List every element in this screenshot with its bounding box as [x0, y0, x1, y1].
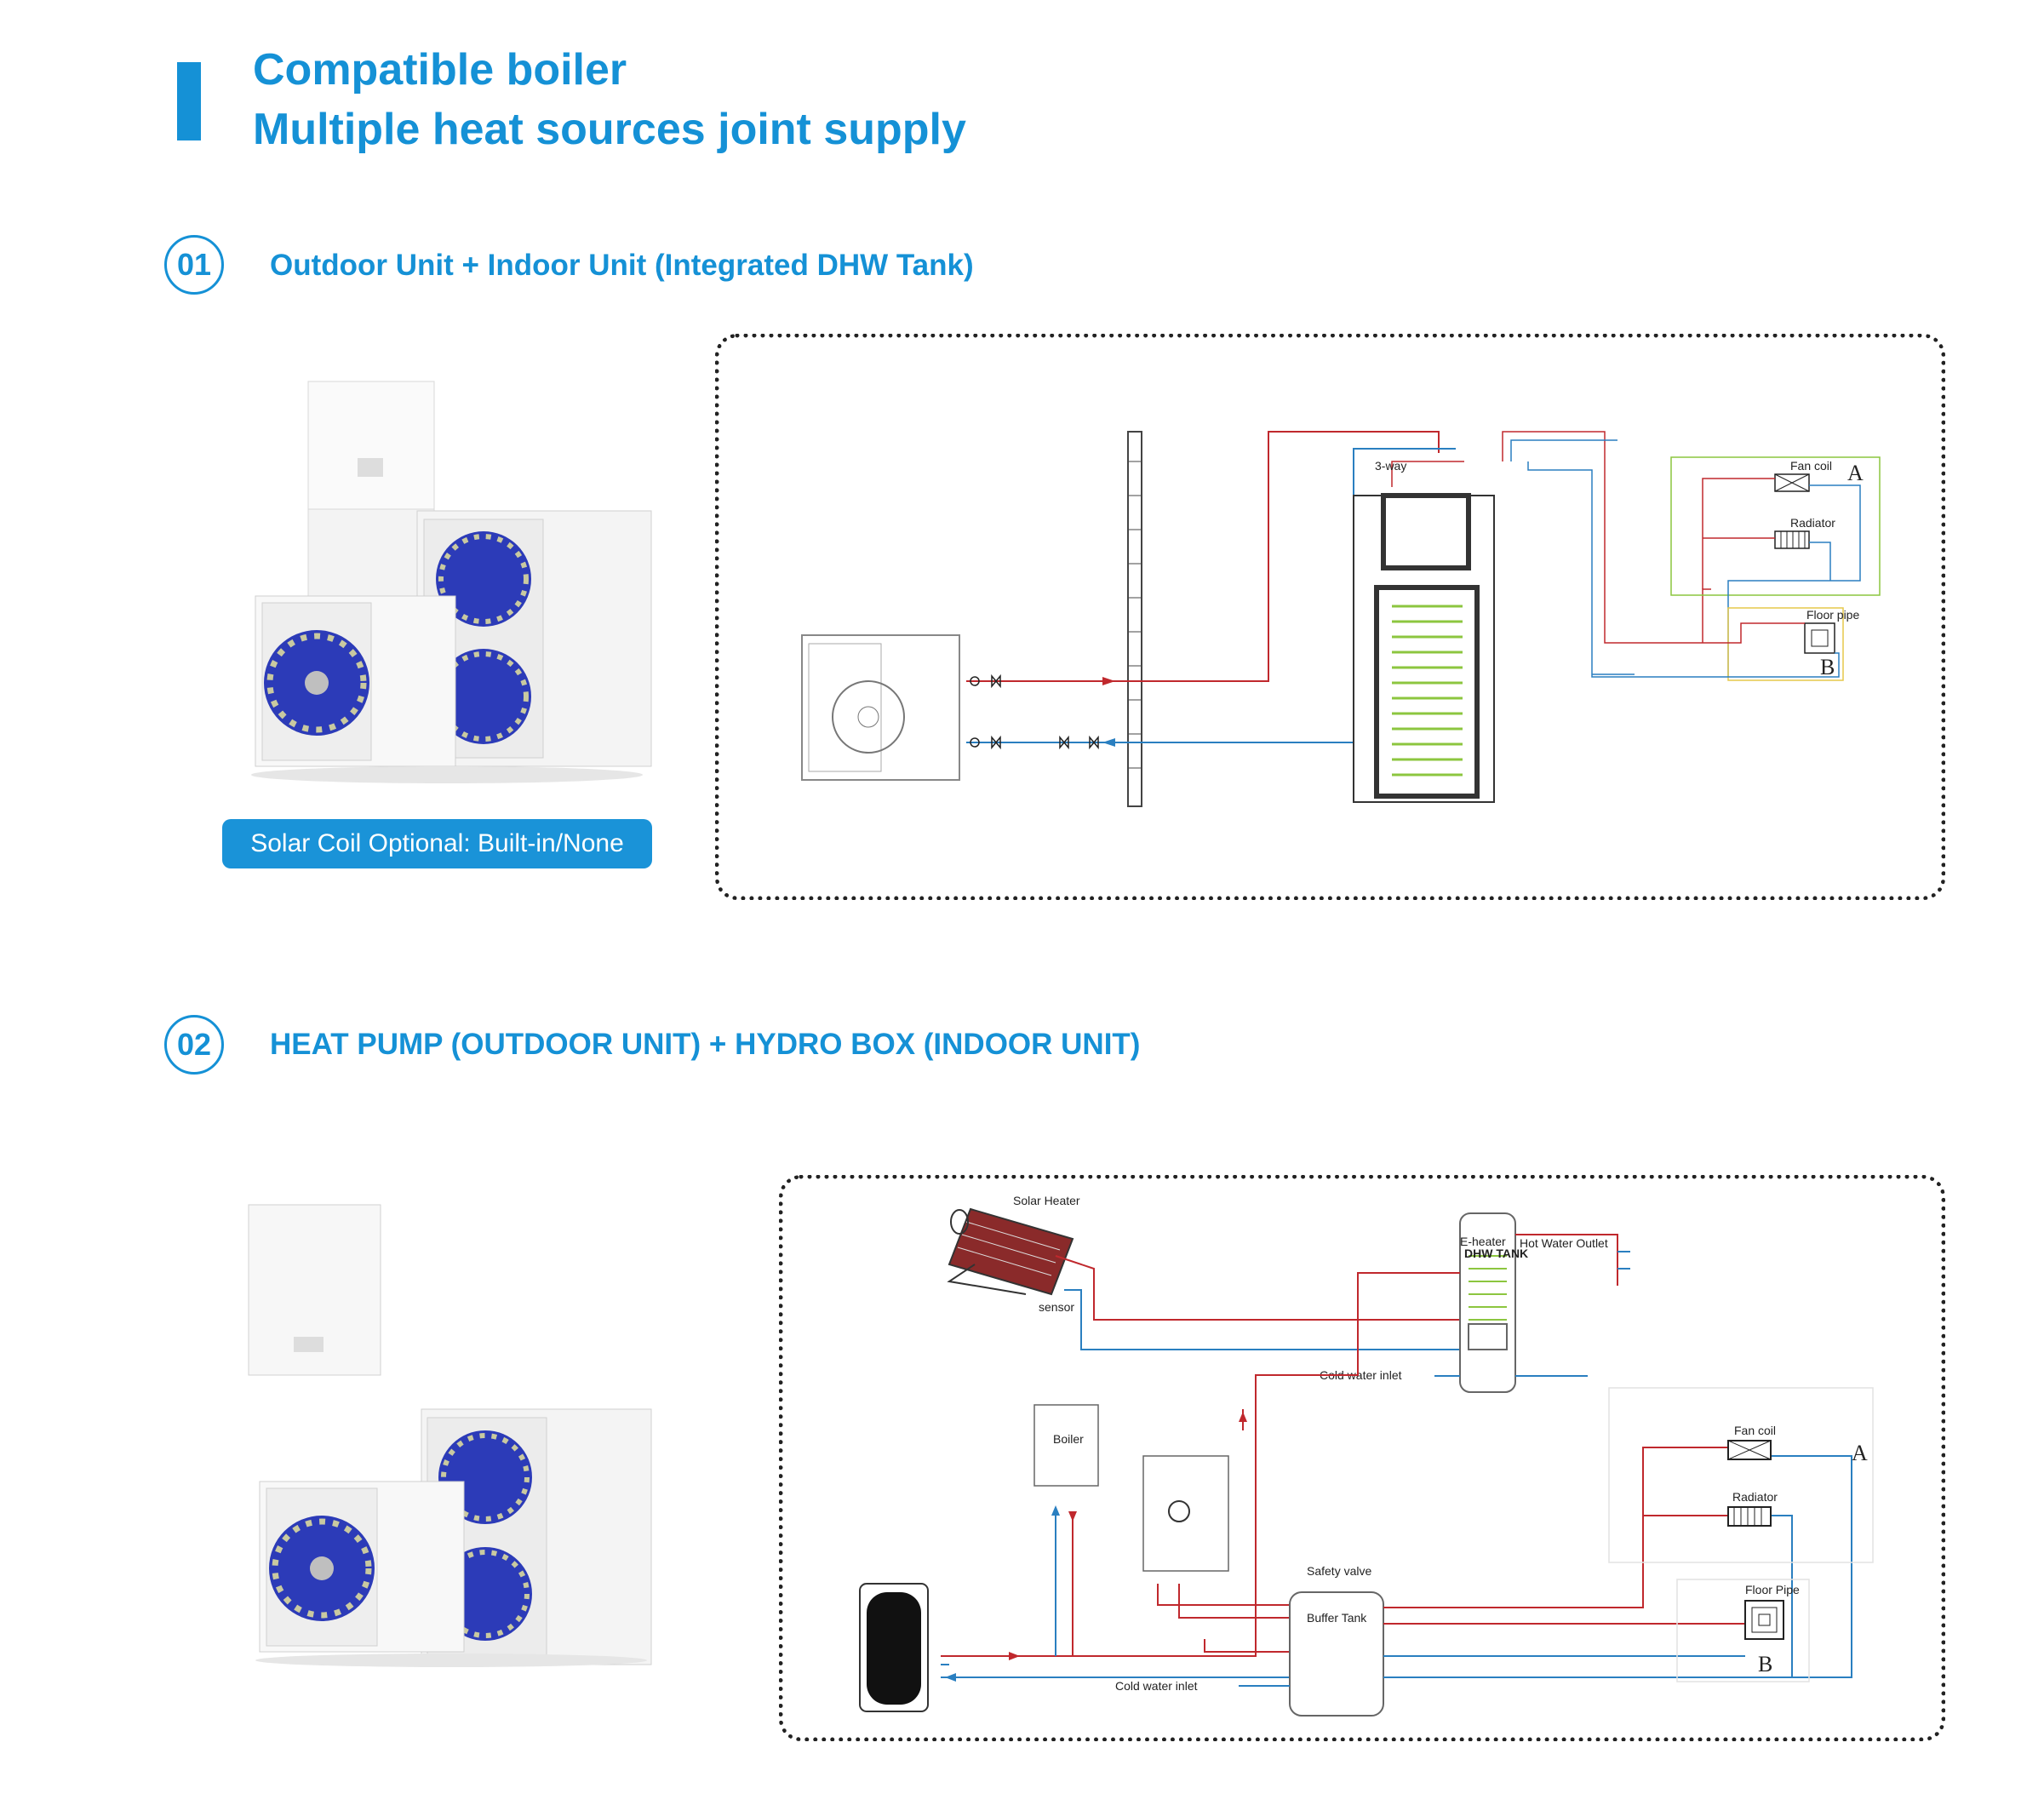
s2-label-a: A: [1852, 1441, 1868, 1465]
sensor-label: sensor: [1039, 1300, 1074, 1314]
s1-label-b: B: [1820, 655, 1835, 679]
buffer-tank-label: Buffer Tank: [1307, 1611, 1367, 1625]
page-title-line2: Multiple heat sources joint supply: [253, 105, 966, 154]
section1-diagram-frame: [715, 334, 1945, 900]
section2-diagram-frame: [779, 1175, 1945, 1741]
buffer-small: [1381, 493, 1471, 570]
hot-supply-pipe: [966, 431, 1440, 682]
section2-number: 02: [164, 1015, 224, 1075]
floor-pipe-icon: [1804, 622, 1835, 654]
section1-schematic: 3-way Fan coil Radiator A Floor pipe B: [801, 431, 1881, 807]
section2-schematic: Solar Heater sensor E-heater DHW TANK Ho…: [859, 1194, 1874, 1717]
s1-label-a: A: [1847, 461, 1864, 485]
s1-floor-pipe-label: Floor pipe: [1806, 608, 1859, 622]
s2-fan-coil-label: Fan coil: [1734, 1424, 1776, 1437]
solar-coil-badge: Solar Coil Optional: Built-in/None: [222, 819, 652, 868]
s2-radiator-label: Radiator: [1732, 1490, 1778, 1504]
section1-product-image: [251, 381, 652, 783]
title-accent-bar: [177, 62, 201, 140]
page-title-line1: Compatible boiler: [253, 45, 627, 95]
heat-pump-icon: [859, 1583, 929, 1712]
e-heater-label: E-heater: [1460, 1235, 1506, 1248]
safety-valve-label: Safety valve: [1307, 1564, 1371, 1578]
boiler-icon: [1033, 1404, 1099, 1487]
section1-title: Outdoor Unit + Indoor Unit (Integrated D…: [270, 249, 974, 282]
three-way-label: 3-way: [1375, 459, 1406, 473]
cold-water-inlet-bottom-label: Cold water inlet: [1115, 1679, 1198, 1693]
s1-radiator-label: Radiator: [1790, 516, 1835, 530]
buffer-tank: [1289, 1591, 1384, 1717]
radiator-icon: [1727, 1506, 1772, 1527]
s2-floor-pipe-label: Floor Pipe: [1745, 1583, 1800, 1596]
floor-pipe-icon: [1744, 1600, 1784, 1640]
cold-water-inlet-top-label: Cold water inlet: [1320, 1368, 1402, 1382]
boiler-label: Boiler: [1053, 1432, 1084, 1446]
outdoor-unit-icon: [801, 634, 960, 781]
dhw-tank-label: DHW TANK: [1464, 1247, 1528, 1260]
solar-heater-icon: [947, 1207, 1074, 1296]
section2-product-image: [248, 1204, 652, 1667]
radiator-icon: [1774, 530, 1810, 549]
terminal-box-a: [1670, 456, 1881, 596]
section1-number: 01: [164, 235, 224, 295]
wall: [1127, 431, 1142, 807]
dhw-tank: [1459, 1212, 1516, 1393]
section2-title: HEAT PUMP (OUTDOOR UNIT) + HYDRO BOX (IN…: [270, 1028, 1141, 1061]
terminal-box-a: [1608, 1387, 1874, 1563]
terminal-box-b: [1727, 607, 1844, 681]
hydro-box-icon: [1142, 1455, 1229, 1572]
hot-water-outlet-label: Hot Water Outlet: [1520, 1236, 1608, 1250]
s2-label-b: B: [1758, 1652, 1772, 1677]
s1-fan-coil-label: Fan coil: [1790, 459, 1832, 473]
solar-heater-label: Solar Heater: [1013, 1194, 1080, 1207]
coil-tank: [1374, 585, 1480, 799]
terminal-box-b: [1676, 1579, 1810, 1682]
